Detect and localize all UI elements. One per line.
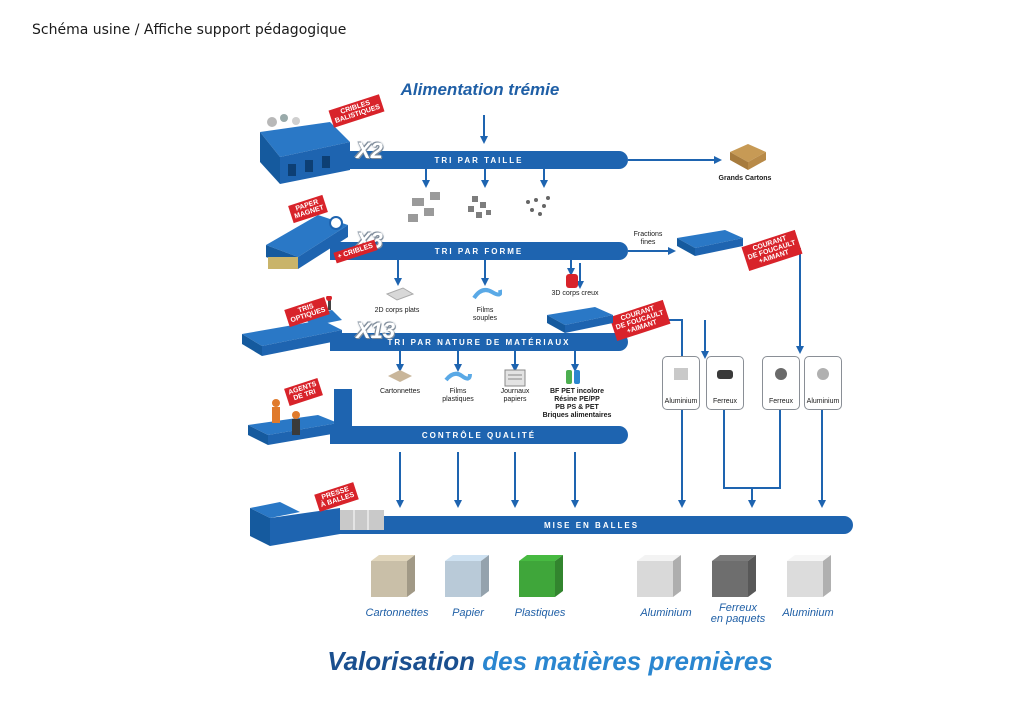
metal-box-aluminium-1: Aluminium [662,356,700,410]
bottom-title: Valorisation des matières premières [200,646,900,677]
baling-press-machine [250,502,384,546]
metal-box-label: Ferreux [712,398,738,405]
aluminium-icon [674,368,688,380]
feed-title: Alimentation trémie [400,80,560,99]
bale-cube-5 [787,555,831,597]
metal-box-label: Aluminium [664,398,698,405]
conveyor-material-sorting: TRI PAR NATURE DE MATÉRIAUX [330,333,628,351]
conveyor-baling: MISE EN BALLES [330,516,853,534]
bale-cube-4 [712,555,756,597]
output-label-aluminium-2: Aluminium [782,607,834,619]
bale-cube-0 [371,555,415,597]
bale-cube-1 [445,555,489,597]
eddy-current-separator-2 [677,230,743,256]
paper-magnet-machine [266,215,348,269]
metal-box-ferreux-2: Ferreux [762,356,800,410]
bale-cube-3 [637,555,681,597]
label-3d-hollow-bodies: 3D corps creux [551,290,599,297]
conveyor-size-sorting: TRI PAR TAILLE [330,151,628,169]
bale-cube-2 [519,555,563,597]
flat-bodies-icon [385,287,415,301]
metal-box-label: Aluminium [806,398,840,405]
cardboard-box-icon [730,144,766,170]
ferrous-scrap-icon [775,368,787,380]
ferrous-can-icon [717,370,733,379]
label-cartonnettes: Cartonnettes [379,388,421,395]
conveyor-size-label: TRI PAR TAILLE [434,155,524,165]
page-header: Schéma usine / Affiche support pédagogiq… [32,22,347,38]
newspapers-icon [504,369,526,387]
size-fractions-icon [408,192,550,222]
label-plastics-mix: BF PET incolore Résine PE/PP PB PS & PET… [542,388,612,419]
cardboard-small-icon [388,370,412,382]
metal-box-label: Ferreux [768,398,794,405]
bottles-icon [566,370,580,384]
conveyor-material-label: TRI PAR NATURE DE MATÉRIAUX [387,337,571,347]
conveyor-shape-label: TRI PAR FORME [434,246,524,256]
conveyor-baling-label: MISE EN BALLES [543,520,640,530]
label-2d-flat-bodies: 2D corps plats [374,307,420,314]
multiplier-x2: X2 [356,138,383,163]
bottom-title-part1: Valorisation [327,646,476,676]
quality-control-station [248,389,352,445]
output-label-paper: Papier [452,607,484,619]
ballistic-screen-machine [260,114,350,184]
label-fine-fractions: Fractions fines [633,231,663,246]
label-newspapers: Journaux papiers [500,388,530,403]
metal-box-ferreux-1: Ferreux [706,356,744,410]
soft-films-icon [472,288,502,300]
metal-box-aluminium-2: Aluminium [804,356,842,410]
eddy-current-separator-1 [547,307,613,333]
plastic-films-icon [444,371,472,382]
output-label-plastics: Plastiques [514,607,566,619]
output-label-cartonnettes: Cartonnettes [365,607,429,619]
output-label-ferrous-packed: Ferreux en paquets [710,602,766,625]
bottom-title-part2: des matières premières [475,646,773,676]
label-large-cardboard: Grands Cartons [718,175,772,182]
conveyor-shape-sorting: TRI PAR FORME [330,242,628,260]
aluminium-scrap-icon [817,368,829,380]
hollow-bodies-icon [566,274,578,288]
output-label-aluminium-1: Aluminium [640,607,692,619]
conveyor-quality-control: CONTRÔLE QUALITÉ [330,426,628,444]
conveyor-quality-label: CONTRÔLE QUALITÉ [421,430,537,440]
label-plastic-films: Films plastiques [442,388,474,403]
label-soft-films: Films souples [472,307,498,322]
multiplier-x13: X13 [356,318,396,343]
